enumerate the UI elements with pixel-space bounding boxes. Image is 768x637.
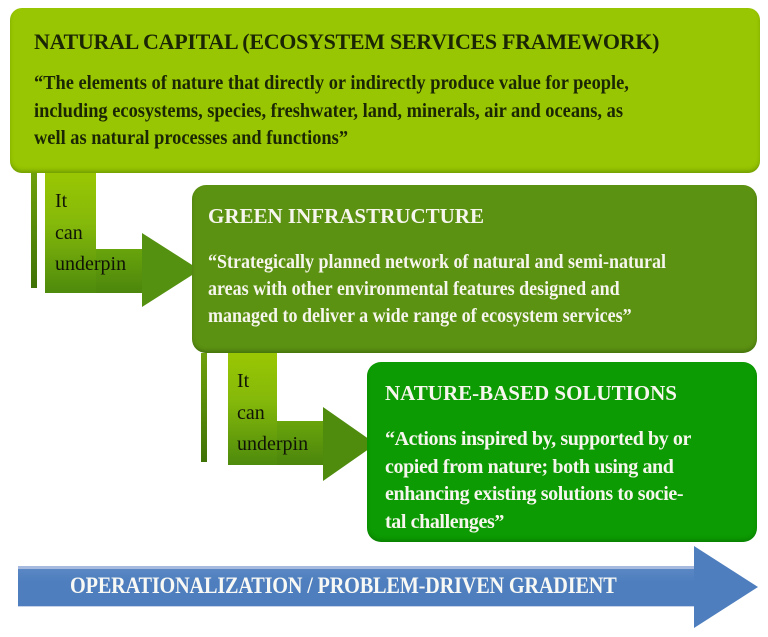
connector-label-line: It bbox=[237, 370, 250, 392]
connector-1-label: It can underpin bbox=[55, 186, 126, 281]
connector-1-vertical-bar bbox=[45, 173, 96, 293]
gradient-arrow: OPERATIONALIZATION / PROBLEM-DRIVEN GRAD… bbox=[18, 566, 694, 606]
natural-capital-box: NATURAL CAPITAL (ECOSYSTEM SERVICES FRAM… bbox=[10, 8, 760, 173]
quote-line: “Actions inspired by, supported by or bbox=[385, 428, 692, 450]
gradient-arrow-head-icon bbox=[694, 546, 758, 628]
quote-line: areas with other environmental features … bbox=[208, 278, 620, 300]
quote-line: copied from nature; both using and bbox=[385, 455, 674, 478]
quote-line: tal challenges” bbox=[385, 510, 504, 533]
natural-capital-title: NATURAL CAPITAL (ECOSYSTEM SERVICES FRAM… bbox=[34, 29, 660, 54]
connector-label-line: can bbox=[237, 401, 265, 424]
connector-1-shadow-strip bbox=[31, 173, 37, 288]
nature-based-solutions-box: NATURE-BASED SOLUTIONS “Actions inspired… bbox=[367, 362, 757, 542]
quote-line: well as natural processes and functions” bbox=[34, 127, 349, 149]
green-infrastructure-box: GREEN INFRASTRUCTURE “Strategically plan… bbox=[192, 185, 757, 353]
connector-1-horizontal-bar bbox=[96, 249, 142, 293]
gradient-arrow-label: OPERATIONALIZATION / PROBLEM-DRIVEN GRAD… bbox=[69, 573, 617, 598]
connector-2-label: It can underpin bbox=[237, 366, 308, 461]
connector-label-line: underpin bbox=[55, 253, 127, 275]
connector-label-line: can bbox=[55, 221, 83, 244]
connector-2-vertical-bar bbox=[228, 353, 277, 465]
connector-label-line: underpin bbox=[237, 433, 309, 455]
nature-based-solutions-title: NATURE-BASED SOLUTIONS bbox=[385, 381, 677, 405]
connector-2-shadow-strip bbox=[201, 353, 207, 462]
quote-line: enhancing existing solutions to socie- bbox=[385, 483, 684, 505]
green-infrastructure-title: GREEN INFRASTRUCTURE bbox=[208, 204, 484, 228]
quote-line: “The elements of nature that directly or… bbox=[34, 72, 629, 94]
quote-line: managed to deliver a wide range of ecosy… bbox=[208, 305, 632, 327]
green-infrastructure-quote: “Strategically planned network of natura… bbox=[208, 249, 688, 330]
nature-based-solutions-quote: “Actions inspired by, supported by or co… bbox=[385, 426, 739, 536]
quote-line: including ecosystems, species, freshwate… bbox=[34, 99, 623, 122]
natural-capital-quote: “The elements of nature that directly or… bbox=[34, 70, 680, 153]
quote-line: “Strategically planned network of natura… bbox=[208, 251, 667, 273]
connector-1-arrowhead-icon bbox=[142, 233, 200, 307]
connector-2-horizontal-bar bbox=[277, 421, 323, 465]
connector-label-line: It bbox=[55, 190, 68, 212]
